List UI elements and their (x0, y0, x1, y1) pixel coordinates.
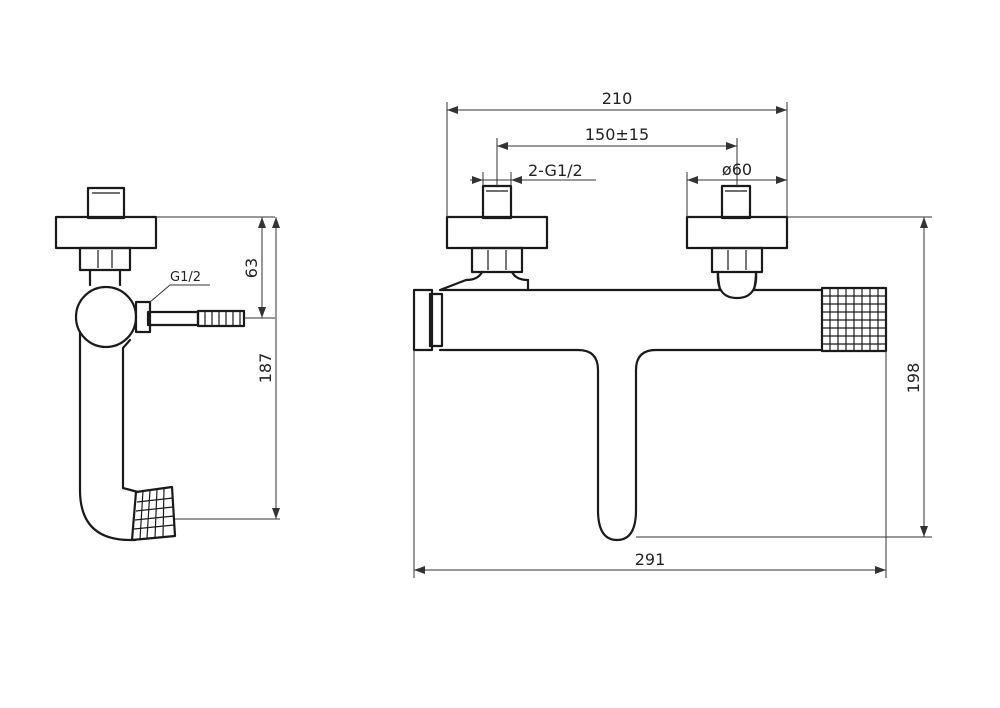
side-handle (130, 485, 177, 542)
left-end-cap (412, 288, 434, 352)
side-lever-base (134, 300, 152, 334)
side-view: G1/2 63 187 (54, 186, 280, 542)
side-spout (78, 330, 137, 542)
side-flange (54, 215, 158, 250)
side-thread-label: G1/2 (170, 270, 201, 285)
dim-diameter-label: ø60 (722, 160, 752, 179)
dim-150-label: 150±15 (585, 125, 649, 144)
side-lever-arm (146, 310, 200, 327)
left-flange (445, 215, 549, 250)
dim-210-label: 210 (602, 89, 633, 108)
side-valve-body (74, 285, 138, 349)
side-thread-leader (149, 284, 210, 303)
dim-63-label: 63 (242, 258, 261, 278)
front-valve-body (438, 278, 824, 542)
dim-291-label: 291 (635, 550, 666, 569)
side-nut (78, 246, 132, 272)
dim-187-label: 187 (256, 353, 275, 384)
right-nut (710, 246, 764, 274)
right-flange (685, 215, 789, 250)
dim-198-label: 198 (904, 363, 923, 394)
front-view: 210 150±15 2-G1/2 ø60 198 (412, 89, 932, 578)
dim-thread-label: 2-G1/2 (528, 161, 583, 180)
left-nut (470, 246, 524, 274)
